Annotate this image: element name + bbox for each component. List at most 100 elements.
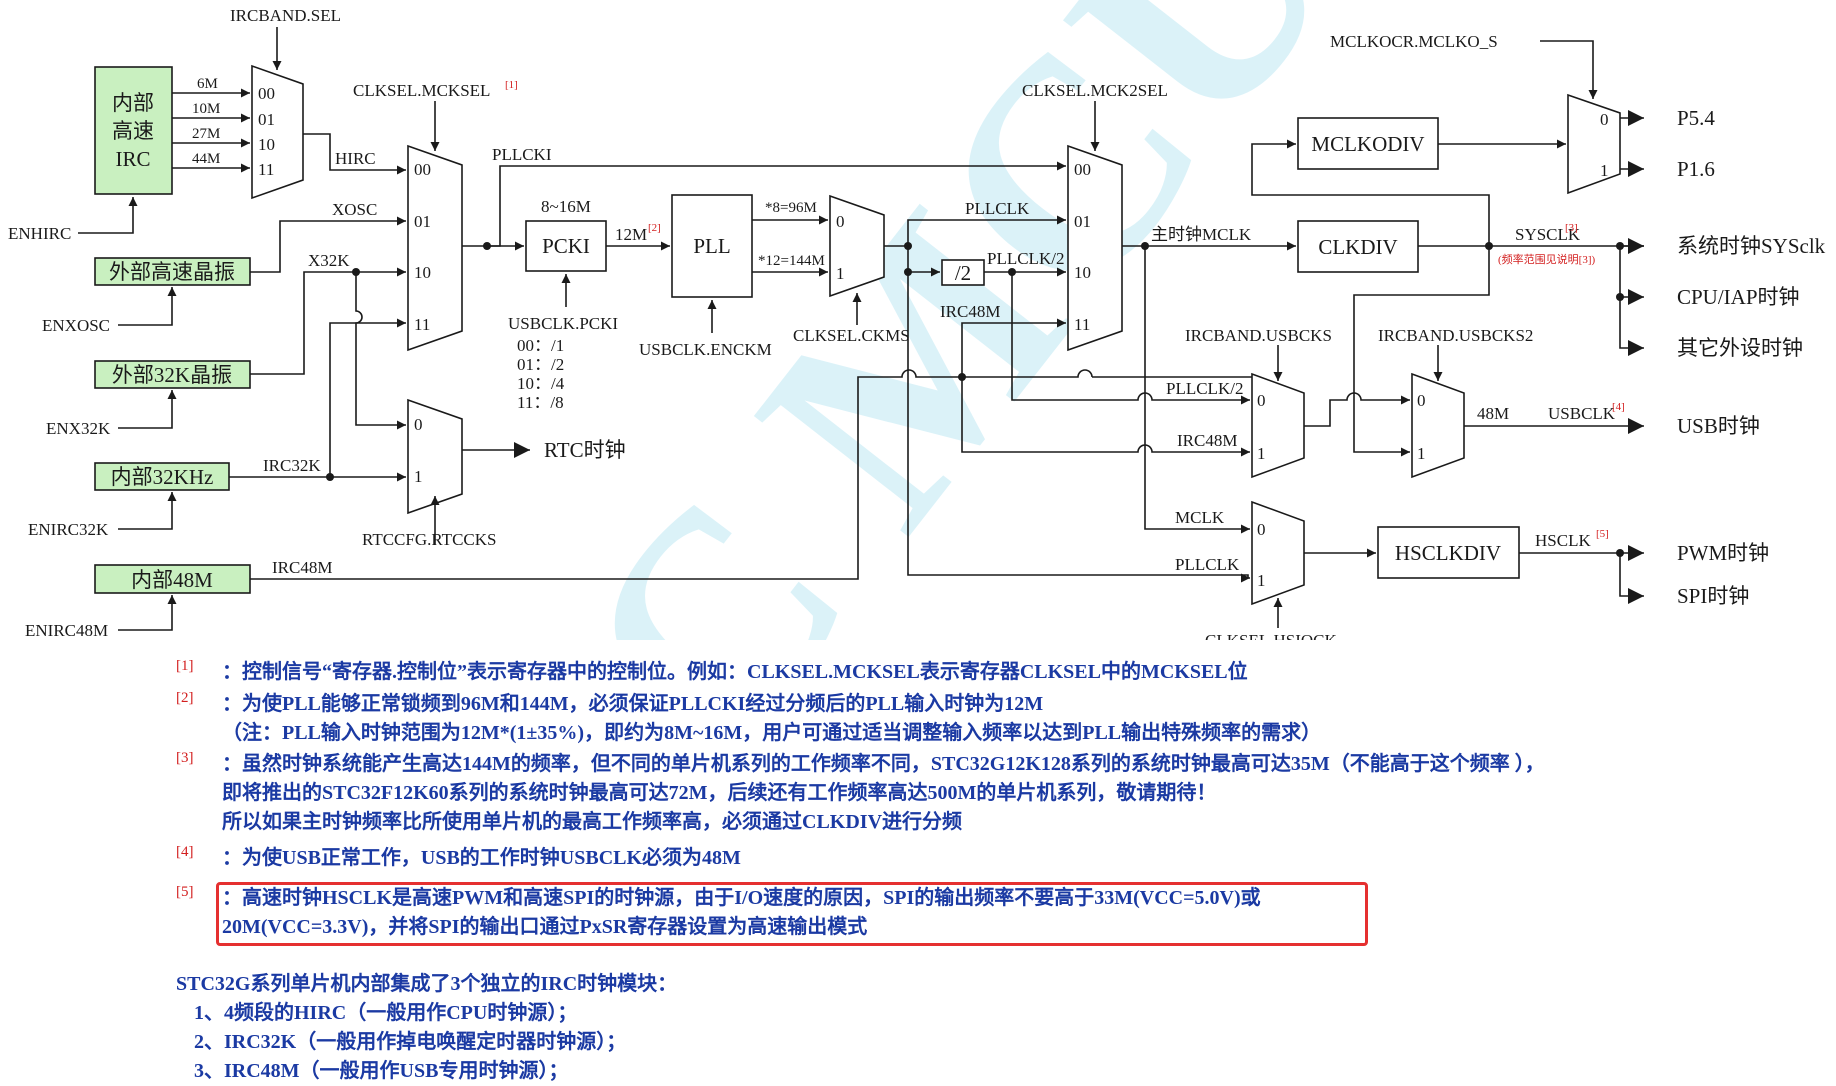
svg-text:MCLKODIV: MCLKODIV <box>1311 132 1424 156</box>
out-p54: P5.4 <box>1677 106 1715 130</box>
footnote-2: [2] ：为使PLL能够正常锁频到96M和144M，必须保证PLLCKI经过分频… <box>176 690 1322 744</box>
out-usb: USB时钟 <box>1677 414 1760 438</box>
clock-tree-diagram: STC MCU 内部 高速 IRC 外部高速晶振 外部32K晶振 内部32KHz… <box>8 0 1826 640</box>
en-xosc: ENXOSC <box>42 316 110 335</box>
footnote-3: [3] ：虽然时钟系统能产生高达144M的频率，但不同的单片机系列的工作频率不同… <box>176 750 1545 833</box>
mux-mcksel: 00 01 10 11 <box>407 144 463 352</box>
source-x32k: 外部32K晶振 <box>94 360 251 389</box>
irc-summary-item: 2、IRC32K（一般用作掉电唤醒定时器时钟源）； <box>194 1031 627 1053</box>
footnote-1: [1] ：控制信号“寄存器.控制位”表示寄存器中的控制位。例如：CLKSEL.M… <box>176 658 1248 683</box>
out-sys: 系统时钟SYSclk <box>1677 234 1826 258</box>
footnote-5: [5] ：高速时钟HSCLK是高速PWM和高速SPI的时钟源，由于I/O速度的原… <box>176 884 1261 938</box>
svg-text:01: 01 <box>258 110 275 129</box>
svg-text:10：/4: 10：/4 <box>517 374 565 393</box>
svg-text:00：/1: 00：/1 <box>517 336 564 355</box>
svg-text:12M: 12M <box>615 225 647 244</box>
sel-usbcks2: IRCBAND.USBCKS2 <box>1378 326 1533 345</box>
svg-text:0: 0 <box>836 212 845 231</box>
en-x32k: ENX32K <box>46 419 111 438</box>
svg-text:PLLCLK: PLLCLK <box>965 199 1030 218</box>
svg-text:1: 1 <box>1257 444 1266 463</box>
sel-ckms: CLKSEL.CKMS <box>793 326 910 345</box>
svg-text:IRC32K: IRC32K <box>263 456 321 475</box>
svg-text:XOSC: XOSC <box>332 200 377 219</box>
svg-text:X32K: X32K <box>308 251 350 270</box>
svg-text:1: 1 <box>1600 161 1609 180</box>
svg-text:10: 10 <box>414 263 431 282</box>
mux-usbcks: 0 1 <box>1251 372 1305 479</box>
sel-mcksel: CLKSEL.MCKSEL <box>353 81 490 100</box>
svg-text:IRC48M: IRC48M <box>272 558 332 577</box>
svg-text:0: 0 <box>1600 110 1609 129</box>
hirc-line3: IRC <box>115 147 150 171</box>
sel-ircband: IRCBAND.SEL <box>230 6 341 25</box>
svg-text:[5]: [5] <box>1596 528 1609 540</box>
svg-text:内部32KHz: 内部32KHz <box>111 465 214 489</box>
svg-text:PLLCKI: PLLCKI <box>492 145 552 164</box>
hirc-line1: 内部 <box>112 91 154 115</box>
sel-usbclk-pcki: USBCLK.PCKI <box>508 314 618 333</box>
svg-text:/2: /2 <box>955 261 971 285</box>
footnotes-section: [1] ：控制信号“寄存器.控制位”表示寄存器中的控制位。例如：CLKSEL.M… <box>0 640 1836 1086</box>
svg-text:11: 11 <box>1074 315 1090 334</box>
block-pll: PLL <box>671 194 753 298</box>
sel-usbcks: IRCBAND.USBCKS <box>1185 326 1332 345</box>
svg-text:1: 1 <box>836 264 845 283</box>
svg-text:27M: 27M <box>192 126 220 142</box>
sysclk-note: (频率范围见说明[3]) <box>1498 252 1595 266</box>
svg-text:IRC48M: IRC48M <box>940 302 1000 321</box>
svg-text:0: 0 <box>1417 391 1426 410</box>
svg-text:0: 0 <box>1257 520 1266 539</box>
mux-rtc: 0 1 <box>407 398 463 515</box>
svg-text:00: 00 <box>258 84 275 103</box>
en-irc32k: ENIRC32K <box>28 520 109 539</box>
svg-text:[2]: [2] <box>648 222 661 234</box>
out-cpu: CPU/IAP时钟 <box>1677 285 1800 309</box>
svg-text:[4]: [4] <box>1612 401 1625 413</box>
svg-text:USBCLK: USBCLK <box>1548 404 1616 423</box>
svg-text:0: 0 <box>1257 391 1266 410</box>
sel-rtccks: RTCCFG.RTCCKS <box>362 530 496 549</box>
svg-text:01: 01 <box>414 212 431 231</box>
block-pcki: PCKI <box>525 220 607 272</box>
svg-text:00: 00 <box>414 160 431 179</box>
source-xosc: 外部高速晶振 <box>94 257 251 286</box>
svg-text:PLLCLK/2: PLLCLK/2 <box>987 249 1064 268</box>
svg-text:主时钟MCLK: 主时钟MCLK <box>1151 225 1252 244</box>
svg-text:CLKDIV: CLKDIV <box>1318 235 1397 259</box>
block-hsclkdiv: HSCLKDIV <box>1377 526 1520 579</box>
irc-summary-title: STC32G系列单片机内部集成了3个独立的IRC时钟模块： <box>176 973 678 995</box>
svg-text:11: 11 <box>258 160 274 179</box>
svg-text:0: 0 <box>414 415 423 434</box>
en-hirc: ENHIRC <box>8 224 71 243</box>
svg-text:8~16M: 8~16M <box>541 197 591 216</box>
mux-mclko: 0 1 <box>1567 93 1621 195</box>
svg-text:1: 1 <box>1417 444 1426 463</box>
svg-text:PLLCLK: PLLCLK <box>1175 555 1240 574</box>
svg-text:PCKI: PCKI <box>542 234 590 258</box>
irc-summary-item: 1、4频段的HIRC（一般用作CPU时钟源）； <box>194 1002 578 1024</box>
svg-text:10: 10 <box>258 135 275 154</box>
svg-text:*12=144M: *12=144M <box>758 253 825 269</box>
out-spi: SPI时钟 <box>1677 584 1749 608</box>
footnote-5-highlight-box <box>216 882 1368 946</box>
irc-summary: STC32G系列单片机内部集成了3个独立的IRC时钟模块： 1、4频段的HIRC… <box>176 970 677 1086</box>
svg-text:IRC48M: IRC48M <box>1177 431 1237 450</box>
block-div2: /2 <box>941 259 985 286</box>
irc-summary-item: 3、IRC48M（一般用作USB专用时钟源）； <box>194 1060 569 1082</box>
mux-ckms: 0 1 <box>829 194 885 298</box>
sel-mclko-s: MCLKOCR.MCLKO_S <box>1330 32 1498 51</box>
out-p16: P1.6 <box>1677 157 1715 181</box>
mux-usbcks2: 0 1 <box>1411 372 1465 479</box>
svg-text:48M: 48M <box>1477 404 1509 423</box>
svg-text:[1]: [1] <box>505 79 518 91</box>
svg-text:11：/8: 11：/8 <box>517 393 564 412</box>
source-hirc: 内部 高速 IRC <box>94 66 173 195</box>
svg-text:PLL: PLL <box>693 234 730 258</box>
svg-text:44M: 44M <box>192 151 220 167</box>
svg-text:MCLK: MCLK <box>1175 508 1225 527</box>
sel-hsiock: CLKSEL.HSIOCK <box>1205 631 1337 640</box>
svg-text:HSCLKDIV: HSCLKDIV <box>1395 541 1501 565</box>
svg-text:1: 1 <box>414 467 423 486</box>
svg-text:10M: 10M <box>192 101 220 117</box>
